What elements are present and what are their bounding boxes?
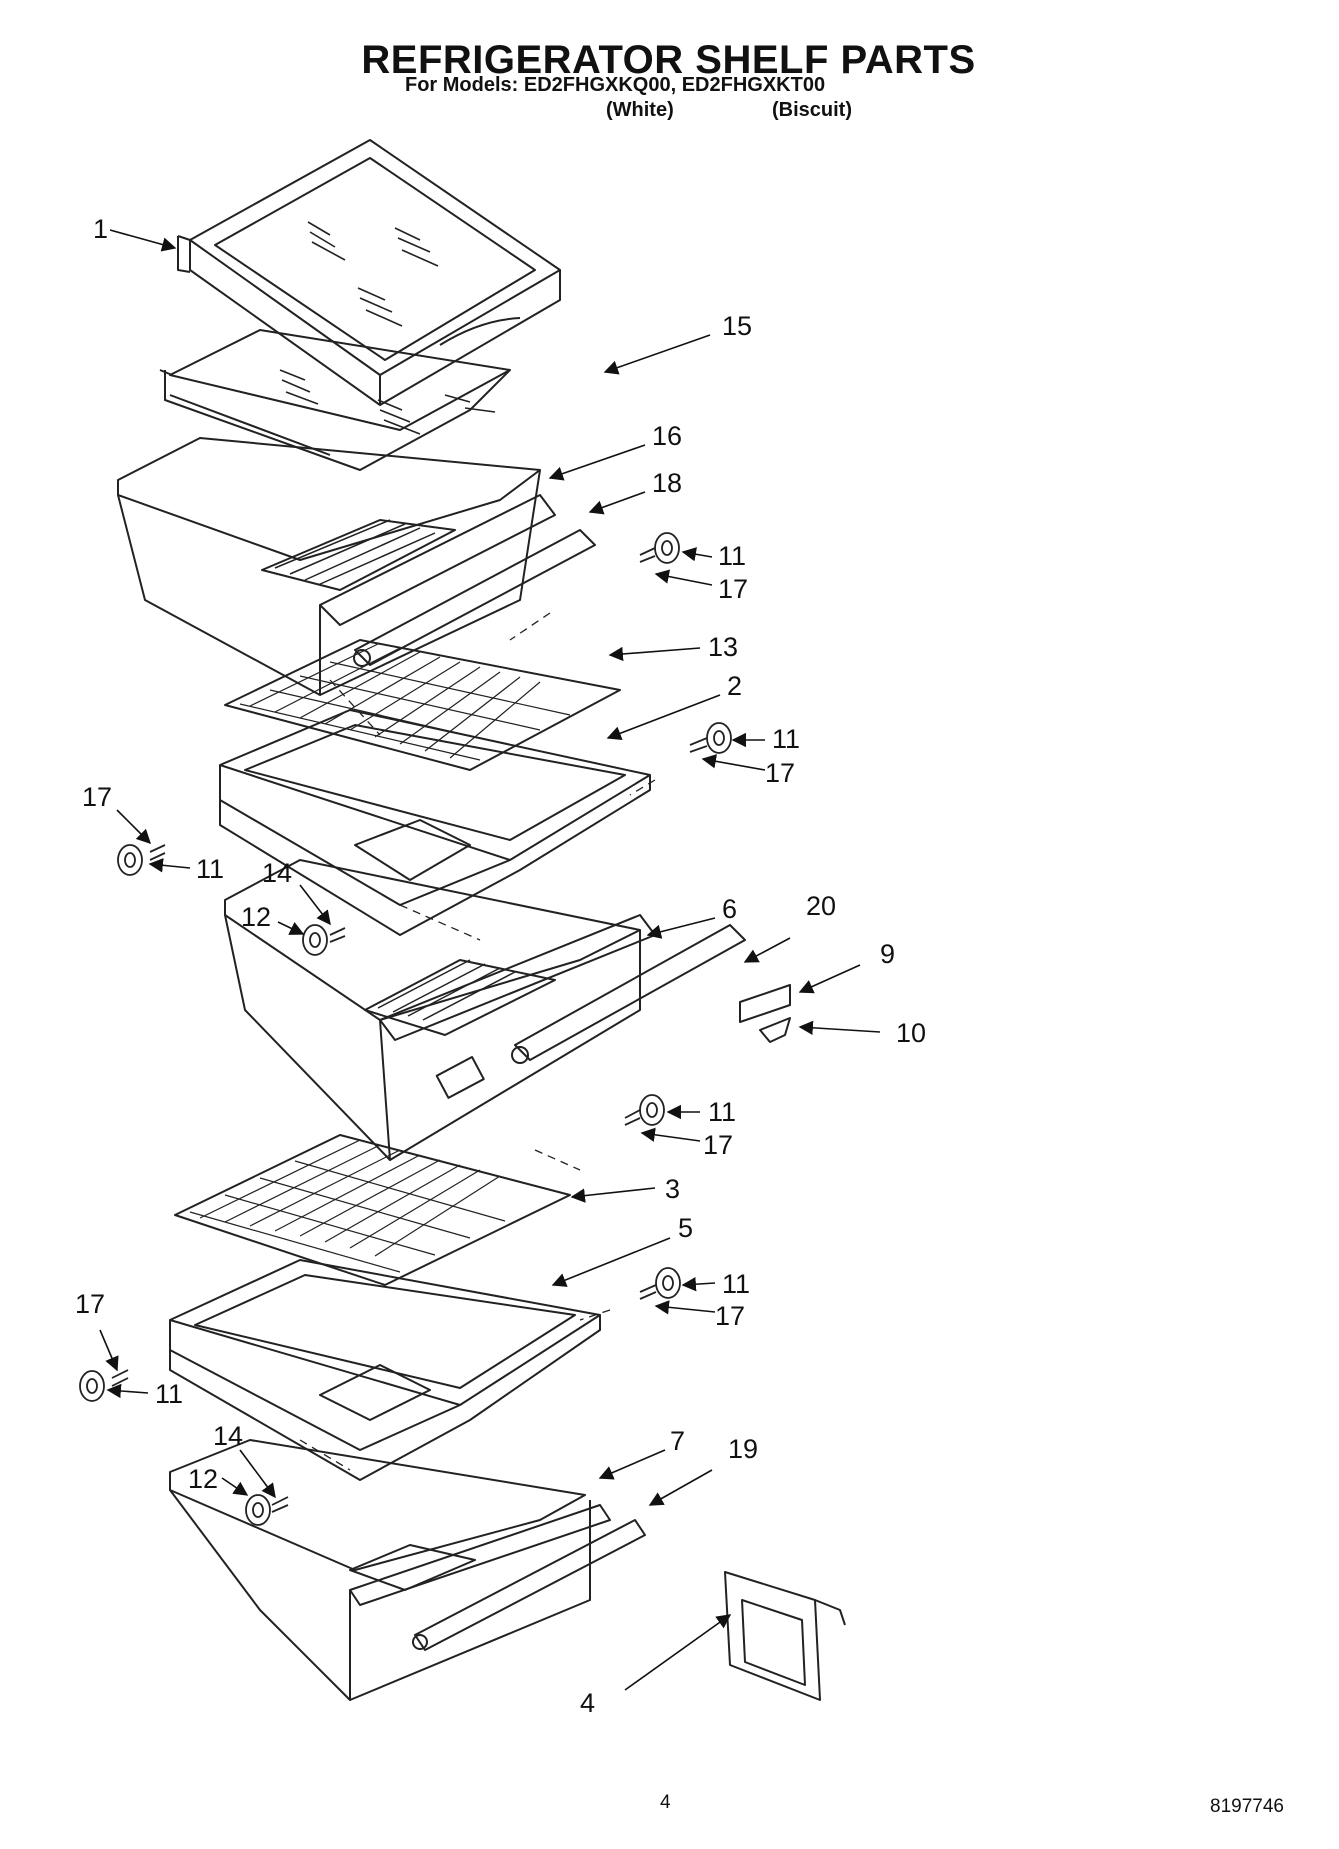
drawer-latch <box>739 984 791 1043</box>
shelf-wire-upper <box>224 639 621 771</box>
callout-17-e: 17 <box>715 1301 745 1331</box>
callout-14-a: 14 <box>262 858 292 888</box>
leader-arrows <box>99 229 881 1691</box>
document-number: 8197746 <box>1210 1796 1284 1817</box>
callout-17-a: 17 <box>718 574 748 604</box>
callout-20: 20 <box>806 891 836 921</box>
callout-2: 2 <box>727 671 742 701</box>
callout-11-f: 11 <box>155 1379 183 1409</box>
callout-3: 3 <box>665 1174 680 1204</box>
crisper-frame-upper <box>219 709 651 936</box>
models-line: For Models: ED2FHGXKQ00, ED2FHGXKT00 <box>405 74 826 96</box>
callout-10: 10 <box>896 1018 926 1048</box>
callout-1: 1 <box>93 214 108 244</box>
hardware-set <box>79 532 732 1526</box>
color-biscuit-label: (Biscuit) <box>772 99 852 121</box>
page-number: 4 <box>660 1792 671 1813</box>
callout-19: 19 <box>728 1434 758 1464</box>
callout-11-a: 11 <box>718 541 746 571</box>
drawer-label-holder <box>724 1571 846 1701</box>
callout-12-b: 12 <box>188 1464 218 1494</box>
callout-14-b: 14 <box>213 1421 243 1451</box>
shelf-wire-lower <box>174 1134 571 1286</box>
callout-17-f: 17 <box>75 1289 105 1319</box>
callout-6: 6 <box>722 894 737 924</box>
callout-16: 16 <box>652 421 682 451</box>
color-white-label: (White) <box>606 99 674 121</box>
callout-labels: 1 15 16 18 11 17 13 2 11 17 17 11 14 12 … <box>75 214 926 1718</box>
callout-9: 9 <box>880 939 895 969</box>
callout-5: 5 <box>678 1213 693 1243</box>
callout-7: 7 <box>670 1426 685 1456</box>
callout-4: 4 <box>580 1688 595 1718</box>
crisper-frame-lower <box>169 1259 601 1481</box>
alignment-lines <box>299 612 656 1471</box>
callout-11-b: 11 <box>772 724 800 754</box>
callout-17-b: 17 <box>765 758 795 788</box>
crisper-drawer-bottom <box>169 1439 646 1701</box>
shelf-glass-panel <box>159 329 511 471</box>
callout-17-c: 17 <box>82 782 112 812</box>
callout-12-a: 12 <box>241 902 271 932</box>
crisper-drawer-upper <box>117 437 596 696</box>
callout-13: 13 <box>708 632 738 662</box>
callout-11-c: 11 <box>196 854 224 884</box>
crisper-drawer-middle <box>224 859 746 1161</box>
callout-15: 15 <box>722 311 752 341</box>
callout-11-e: 11 <box>722 1269 750 1299</box>
page-title: REFRIGERATOR SHELF PARTS <box>361 38 976 82</box>
callout-18: 18 <box>652 468 682 498</box>
shelf-glass-top <box>177 139 561 406</box>
callout-17-d: 17 <box>703 1130 733 1160</box>
callout-11-d: 11 <box>708 1097 736 1127</box>
